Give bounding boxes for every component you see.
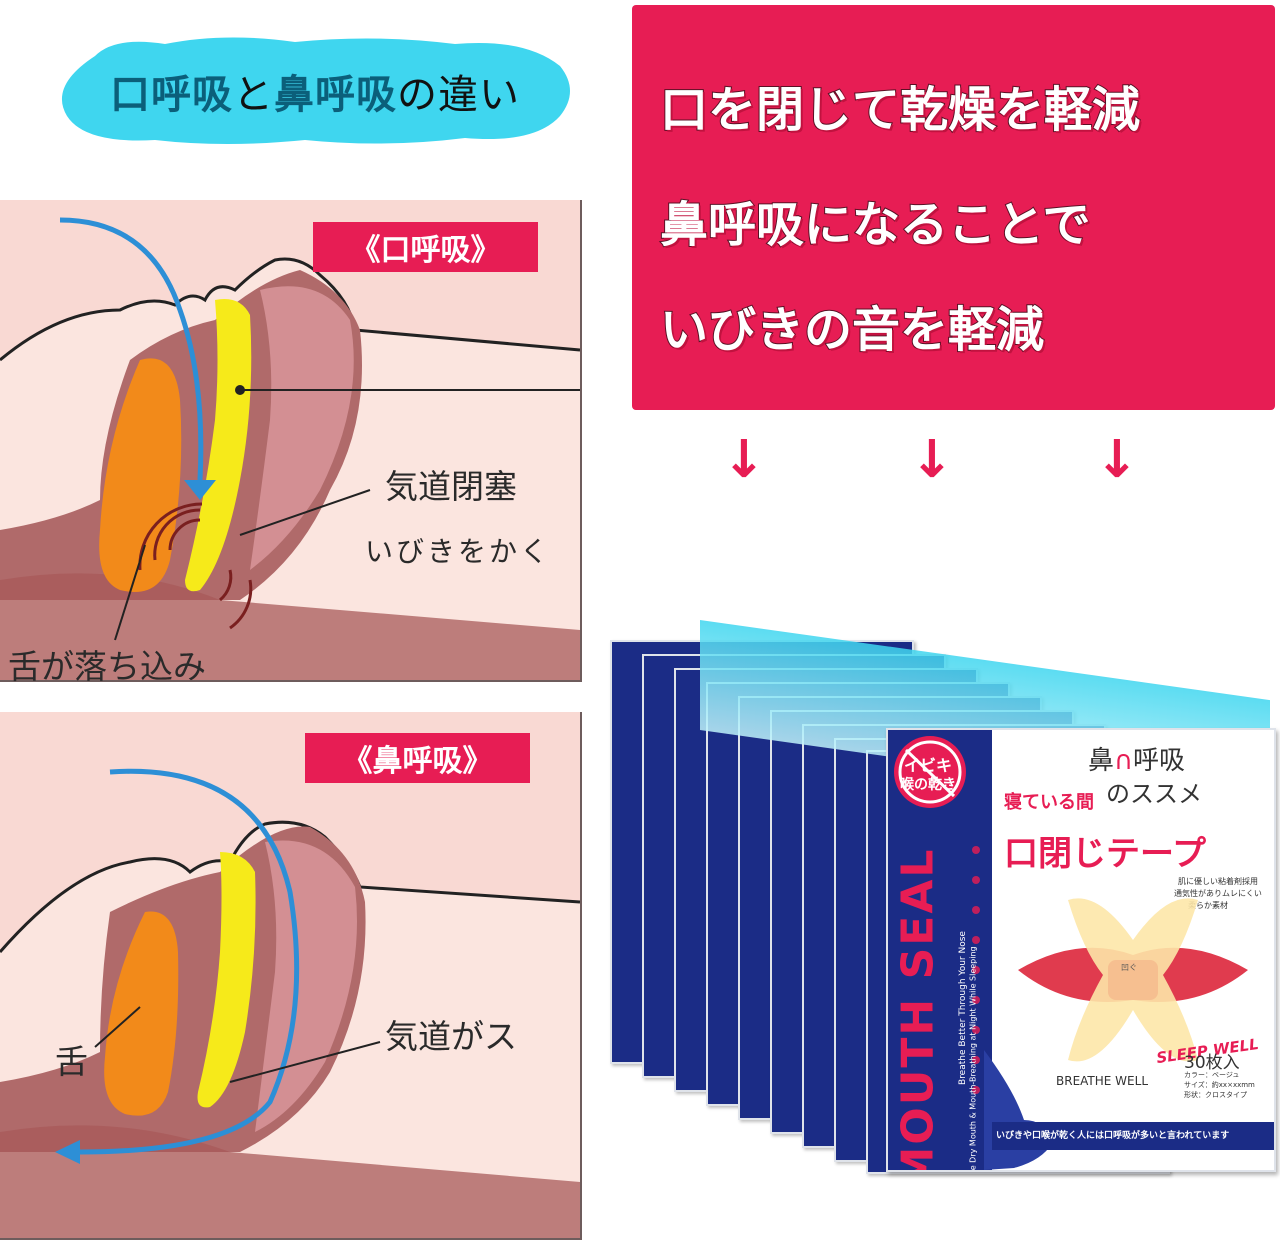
- down-arrow-icon: ↓: [1095, 430, 1139, 490]
- nose-breathing-diagram: [0, 768, 580, 1238]
- title-bubble: [61, 37, 570, 144]
- product-header-nose: 鼻∩呼吸: [1088, 740, 1185, 777]
- product-name: 口閉じテープ: [1004, 834, 1206, 874]
- mouth-breathing-tag: 《口呼吸》: [313, 222, 538, 272]
- airway-obstruction-label: 気道閉塞: [385, 467, 517, 506]
- product-side-dots: [894, 736, 980, 1094]
- product-desc-3: 柔らか素材: [1188, 901, 1228, 910]
- product-tape-illustration: [1018, 898, 1248, 1062]
- nose-icon: ∩: [1114, 746, 1134, 776]
- title-and: と: [233, 72, 274, 118]
- title-mouth-breathing: 口呼吸: [110, 72, 233, 118]
- benefit-box: [632, 5, 1275, 410]
- snoring-label: いびきをかく: [365, 535, 552, 568]
- down-arrow-icon: ↓: [910, 430, 954, 490]
- title-nose-breathing: 鼻呼吸: [274, 72, 397, 118]
- product-breathe-well: BREATHE WELL: [1056, 1074, 1148, 1088]
- product-header-nose-char: 鼻: [1088, 746, 1115, 776]
- product-spec-2: サイズ：約xx×xxmm: [1184, 1081, 1255, 1089]
- product-bottom-bar: [992, 1122, 1274, 1150]
- product-header-recommend: のススメ: [1106, 780, 1202, 808]
- product-desc-2: 通気性がありムレにくい: [1174, 889, 1262, 898]
- title-difference: の違い: [397, 72, 520, 118]
- product-badge-line-2: 喉の乾き: [900, 777, 956, 793]
- product-bottom-text: いびきや口喉が乾く人には口呼吸が多いと言われています: [996, 1131, 1230, 1141]
- tongue-label: 舌: [55, 1042, 88, 1081]
- product-side-tagline: Breathe Better Through Your Nose: [958, 931, 968, 1085]
- benefit-line-2: 鼻呼吸になることで: [659, 196, 1092, 254]
- benefit-line-3: いびきの音を軽減: [659, 301, 1045, 359]
- page-title: 口呼吸 と 鼻呼吸 の違い: [55, 36, 575, 146]
- nose-breathing-tag: 《鼻呼吸》: [305, 733, 530, 783]
- product-tape-text: 凹ぐ: [1121, 963, 1137, 972]
- mouth-breathing-diagram: [0, 217, 580, 680]
- product-header-breath: 呼吸: [1133, 746, 1186, 776]
- product-front-card: イビキ 喉の乾き MOUTH SEAL Breathe Better Throu…: [886, 728, 1276, 1172]
- product-desc-1: 肌に優しい粘着剤採用: [1178, 877, 1258, 886]
- product-sleeping-label: 寝ている間: [1004, 792, 1094, 813]
- product-spec-3: 形状：クロスタイプ: [1184, 1091, 1247, 1099]
- benefit-line-1: 口を閉じて乾燥を軽減: [659, 81, 1141, 139]
- tongue-falls-label: 舌が落ち込み: [8, 647, 206, 686]
- airway-clear-label: 気道がス: [385, 1017, 517, 1056]
- nose-profile-icon: [984, 1050, 1054, 1170]
- product-brand: MOUTH SEAL: [892, 847, 944, 1172]
- down-arrow-icon: ↓: [722, 430, 766, 490]
- product-count: 30枚入: [1184, 1053, 1240, 1073]
- product-badge-line-1: イビキ: [904, 756, 953, 775]
- product-side-tagline-2: Relieve Dry Mouth & Mouth-Breathing at N…: [968, 946, 978, 1172]
- product-spec-1: カラー：ベージュ: [1184, 1071, 1240, 1079]
